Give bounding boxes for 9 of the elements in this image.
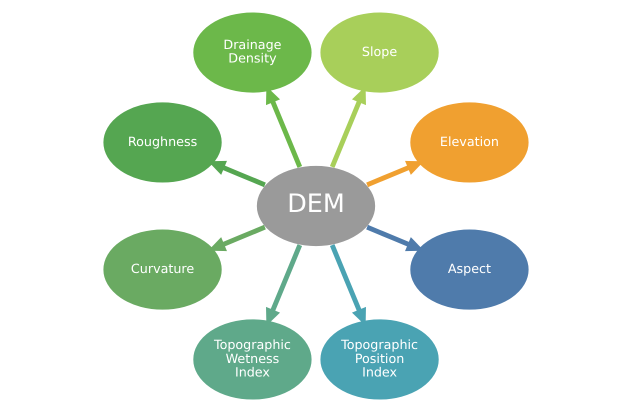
node-ellipse: Elevation [409,101,530,184]
node-ellipse: Roughness [102,101,223,184]
node-ellipse: Curvature [102,228,223,311]
node-ellipse: Topographic Wetness Index [192,318,313,401]
node-ellipse: DEM [256,164,376,248]
node-ellipse: Slope [319,11,440,94]
node-ellipse: Drainage Density [192,11,313,94]
node-ellipse: Topographic Position Index [319,318,440,401]
node-ellipse: Aspect [409,228,530,311]
